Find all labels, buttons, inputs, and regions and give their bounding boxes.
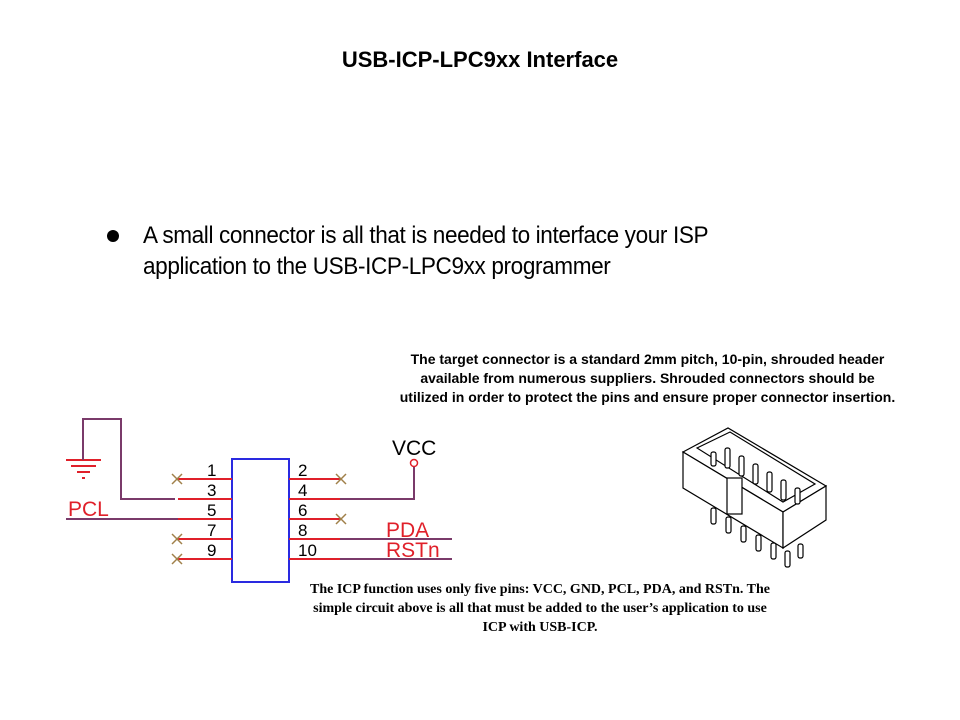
net-label-rstn: RSTn [386,539,440,562]
connector-note: The target connector is a standard 2mm p… [399,351,896,405]
bullet-text: A small connector is all that is needed … [143,220,895,282]
vcc-terminal-icon [409,458,419,468]
net-label-vcc: VCC [392,437,436,460]
pin-number: 6 [298,501,307,520]
pin-number: 1 [207,461,216,480]
pin-number: 10 [298,541,317,560]
pin-number: 4 [298,481,307,500]
bullet-line-2: application to the USB-ICP-LPC9xx progra… [143,253,611,280]
left-pins [178,478,232,560]
net-label-pda: PDA [386,519,429,542]
right-pins [289,478,340,560]
ground-icon [66,459,101,479]
bullet-dot-icon [107,230,119,242]
connector-body [231,458,290,583]
no-connect-icon [335,473,347,525]
pin-number: 9 [207,541,216,560]
pin-number: 7 [207,521,216,540]
pin-number: 5 [207,501,216,520]
pin-number: 3 [207,481,216,500]
vcc-wire [340,466,415,500]
bullet-line-1: A small connector is all that is needed … [143,222,709,249]
pin-number: 8 [298,521,307,540]
pin-number: 2 [298,461,307,480]
shrouded-header-image [681,427,828,568]
no-connect-icon [171,473,183,565]
gnd-wire [82,418,175,500]
slide-title: USB-ICP-LPC9xx Interface [341,47,619,72]
net-label-pcl: PCL [68,498,109,521]
circuit-note: The ICP function uses only five pins: VC… [309,582,770,635]
